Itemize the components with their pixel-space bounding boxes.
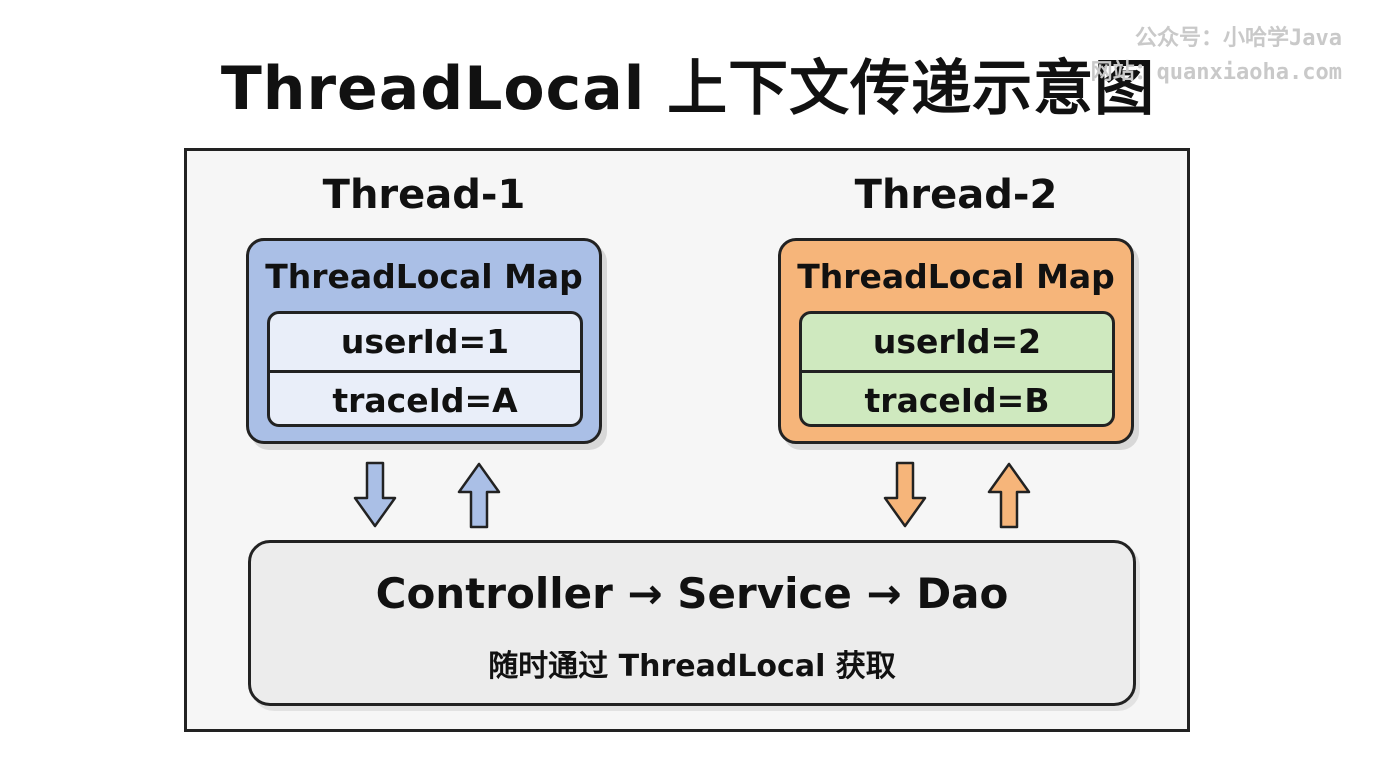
thread-1-threadlocal-map: ThreadLocal Map userId=1 traceId=A <box>246 238 602 444</box>
thread-2-map-title: ThreadLocal Map <box>797 257 1115 296</box>
watermark-line-1: 公众号：小哈学Java <box>1135 26 1342 51</box>
call-chain-box: Controller → Service → Dao 随时通过 ThreadLo… <box>248 540 1136 706</box>
thread-1-entry-userid: userId=1 <box>340 322 510 361</box>
thread-2-entries: userId=2 traceId=B <box>799 311 1115 427</box>
thread-2-label: Thread-2 <box>854 172 1058 218</box>
thread-2-threadlocal-map: ThreadLocal Map userId=2 traceId=B <box>778 238 1134 444</box>
thread-2-entry-userid: userId=2 <box>872 322 1042 361</box>
call-chain-text: Controller → Service → Dao <box>375 569 1009 618</box>
thread-1-entry-traceid: traceId=A <box>270 370 580 424</box>
thread-1-label: Thread-1 <box>322 172 526 218</box>
watermark: 公众号：小哈学Java 网站：quanxiaoha.com <box>1091 22 1342 90</box>
thread-2-down-arrow-icon <box>883 461 927 528</box>
thread-1-down-arrow-icon <box>353 461 397 528</box>
thread-1-map-title: ThreadLocal Map <box>265 257 583 296</box>
call-chain-subtitle: 随时通过 ThreadLocal 获取 <box>488 649 896 684</box>
thread-1-up-arrow-icon <box>457 462 501 529</box>
thread-2-entry-traceid: traceId=B <box>802 370 1112 424</box>
thread-2-up-arrow-icon <box>987 462 1031 529</box>
diagram-title: ThreadLocal 上下文传递示意图 <box>220 54 1156 124</box>
thread-1-entries: userId=1 traceId=A <box>267 311 583 427</box>
watermark-line-2: 网站：quanxiaoha.com <box>1090 60 1342 85</box>
